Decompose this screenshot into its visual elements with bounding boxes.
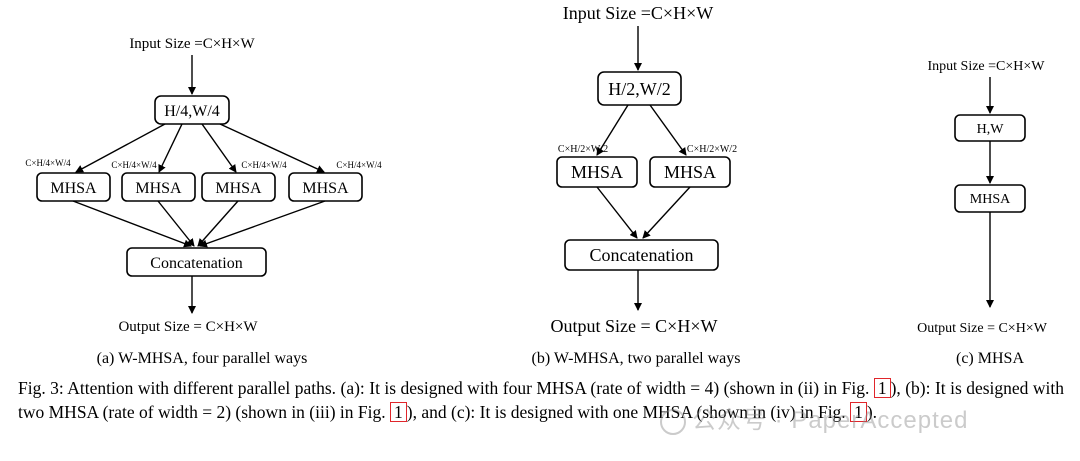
panel-b-concat-box (564, 239, 719, 271)
arrow (219, 123, 325, 173)
panel-a: Input Size =C×H×W H/4,W/4 C×H/4×W/4 C×H/… (25, 36, 382, 367)
panel-a-input-label: Input Size =C×H×W (129, 36, 255, 52)
panel-a-branch-label-3: C×H/4×W/4 (241, 160, 287, 170)
panel-a-split-label: H/4,W/4 (164, 103, 220, 120)
figure-reference-link-1[interactable]: 1 (873, 378, 891, 398)
figure-reference-link-3[interactable]: 1 (850, 402, 867, 422)
panel-b-branch-label-1: C×H/2×W/2 (558, 144, 608, 155)
panel-a-branch-label-4: C×H/4×W/4 (336, 160, 382, 170)
panel-b-split-label: H/2,W/2 (608, 79, 671, 99)
panel-a-mhsa-label-1: MHSA (50, 180, 97, 197)
panel-a-concat-label: Concatenation (150, 255, 242, 272)
panel-a-branch-label-1: C×H/4×W/4 (25, 158, 71, 168)
figure-caption-part-4: ). (866, 402, 878, 422)
panel-b: Input Size =C×H×W H/2,W/2 C×H/2×W/2 C×H/… (532, 3, 741, 367)
arrow (642, 186, 691, 239)
panel-c-output-label: Output Size = C×H×W (917, 321, 1048, 336)
arrow (199, 200, 326, 248)
panel-c-mhsa-label: MHSA (970, 192, 1011, 207)
panel-a-branch-label-2: C×H/4×W/4 (111, 160, 157, 170)
arrow (72, 200, 192, 248)
figure-caption-part-2: ), (b): It is designed with two MHSA (ra… (18, 378, 1065, 422)
panel-b-mhsa-label-2: MHSA (664, 162, 716, 182)
figure-caption-part-3: ), and (c): It is designed with one MHSA… (406, 402, 846, 422)
arrow (201, 123, 237, 173)
panel-b-output-label: Output Size = C×H×W (551, 316, 718, 336)
panel-b-caption: (b) W-MHSA, two parallel ways (532, 350, 741, 367)
panel-b-branch-label-2: C×H/2×W/2 (687, 144, 737, 155)
arrow (75, 123, 166, 173)
panel-a-output-label: Output Size = C×H×W (118, 319, 258, 335)
panel-a-mhsa-label-3: MHSA (215, 180, 262, 197)
panel-b-input-label: Input Size =C×H×W (563, 3, 713, 23)
panel-c-split-label: H,W (977, 122, 1005, 137)
arrow (649, 104, 687, 156)
figure-caption-part-1: Fig. 3: Attention with different paralle… (18, 378, 870, 398)
panel-b-split-box (597, 71, 682, 106)
arrow (197, 200, 239, 247)
panel-a-split-box (154, 95, 230, 125)
panel-a-mhsa-box-4 (288, 172, 363, 202)
arrow (596, 186, 638, 239)
figure-reference-link-2[interactable]: 1 (390, 402, 407, 422)
panel-b-mhsa-label-1: MHSA (571, 162, 623, 182)
panel-a-mhsa-label-2: MHSA (135, 180, 182, 197)
panel-a-caption: (a) W-MHSA, four parallel ways (97, 350, 308, 367)
panel-c: Input Size =C×H×W H,W MHSA Output Size =… (917, 59, 1048, 367)
figure-diagram: Input Size =C×H×W H/4,W/4 C×H/4×W/4 C×H/… (25, 3, 1048, 367)
panel-a-mhsa-box-3 (201, 172, 276, 202)
arrow (157, 200, 195, 247)
arrow (596, 104, 629, 156)
panel-a-concat-box (126, 247, 267, 277)
panel-a-mhsa-label-4: MHSA (302, 180, 349, 197)
panel-b-concat-label: Concatenation (590, 245, 694, 265)
panel-c-caption: (c) MHSA (956, 350, 1024, 367)
arrow (158, 123, 183, 173)
figure-caption: Fig. 3: Attention with different paralle… (18, 376, 1064, 424)
panel-c-input-label: Input Size =C×H×W (927, 59, 1045, 74)
